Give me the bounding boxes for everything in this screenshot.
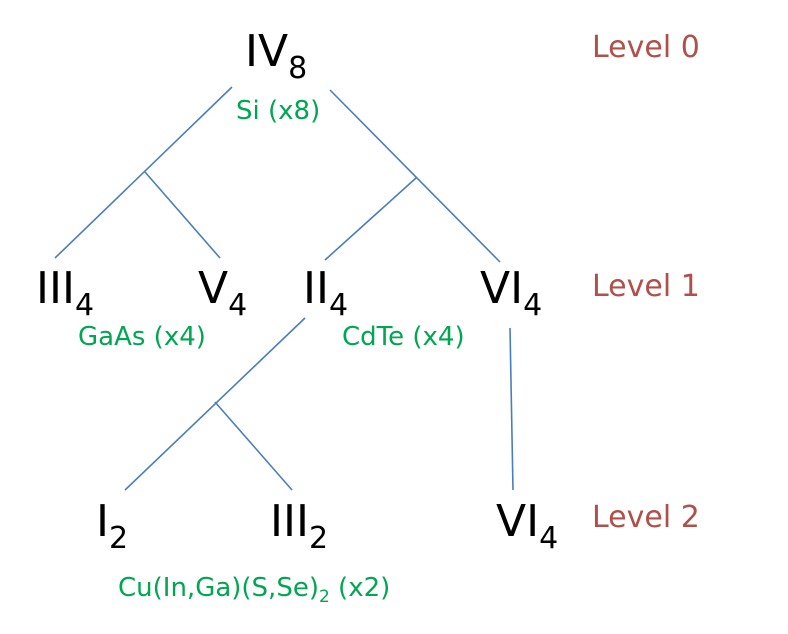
node-i2-sub: 2: [108, 521, 129, 556]
compound-cigs-suffix: (x2): [329, 573, 391, 603]
node-iv8-sub: 8: [288, 51, 308, 86]
compound-cigs: Cu(In,Ga)(S,Se)2 (x2): [118, 573, 391, 606]
level-2-label: Level 2: [592, 500, 700, 535]
node-vi4-level1-base: VI: [480, 263, 524, 314]
compound-cigs-prefix: Cu(In,Ga)(S,Se): [118, 573, 319, 603]
edge-iv8-to-left-junction: [54, 86, 233, 259]
node-iii2-base: III: [270, 496, 309, 547]
node-iii4-base: III: [36, 263, 75, 314]
node-v4-sub: 4: [228, 288, 248, 323]
node-i2-base: I: [96, 496, 109, 547]
edge-ii4-to-lower-junction: [124, 317, 306, 491]
node-vi4-level2-sub: 4: [539, 521, 559, 556]
node-vi4-level1-sub: 4: [523, 288, 543, 323]
level-0-label: Level 0: [592, 30, 700, 65]
node-v4-base: V: [198, 263, 229, 314]
node-ii4-sub: 4: [328, 288, 349, 323]
node-iii4: III4: [36, 267, 94, 321]
node-vi4-level1: VI4: [480, 267, 542, 321]
node-vi4-level2: VI4: [496, 500, 558, 554]
node-i2: I2: [96, 500, 128, 554]
level-1-label: Level 1: [592, 269, 700, 304]
node-iii4-sub: 4: [74, 288, 95, 323]
compound-cdte: CdTe (x4): [342, 322, 465, 352]
edge-right-junction-to-ii4: [324, 177, 417, 261]
node-iii2-sub: 2: [308, 521, 329, 556]
node-vi4-level2-base: VI: [496, 496, 540, 547]
node-iii2: III2: [270, 500, 328, 554]
compound-gaas: GaAs (x4): [78, 322, 206, 352]
edge-lower-junction-to-iii2: [214, 401, 293, 491]
edge-iv8-to-right-junction: [329, 89, 501, 263]
node-iv8: IV8: [245, 30, 307, 84]
edge-vi4-to-vi4: [509, 327, 514, 491]
compound-cigs-sub: 2: [318, 587, 330, 607]
node-iv8-base: IV: [245, 26, 289, 77]
node-v4: V4: [198, 267, 247, 321]
compound-si: Si (x8): [236, 96, 321, 126]
edge-left-junction-to-v4: [144, 171, 221, 259]
node-ii4-base: II: [303, 263, 329, 314]
node-ii4: II4: [303, 267, 348, 321]
